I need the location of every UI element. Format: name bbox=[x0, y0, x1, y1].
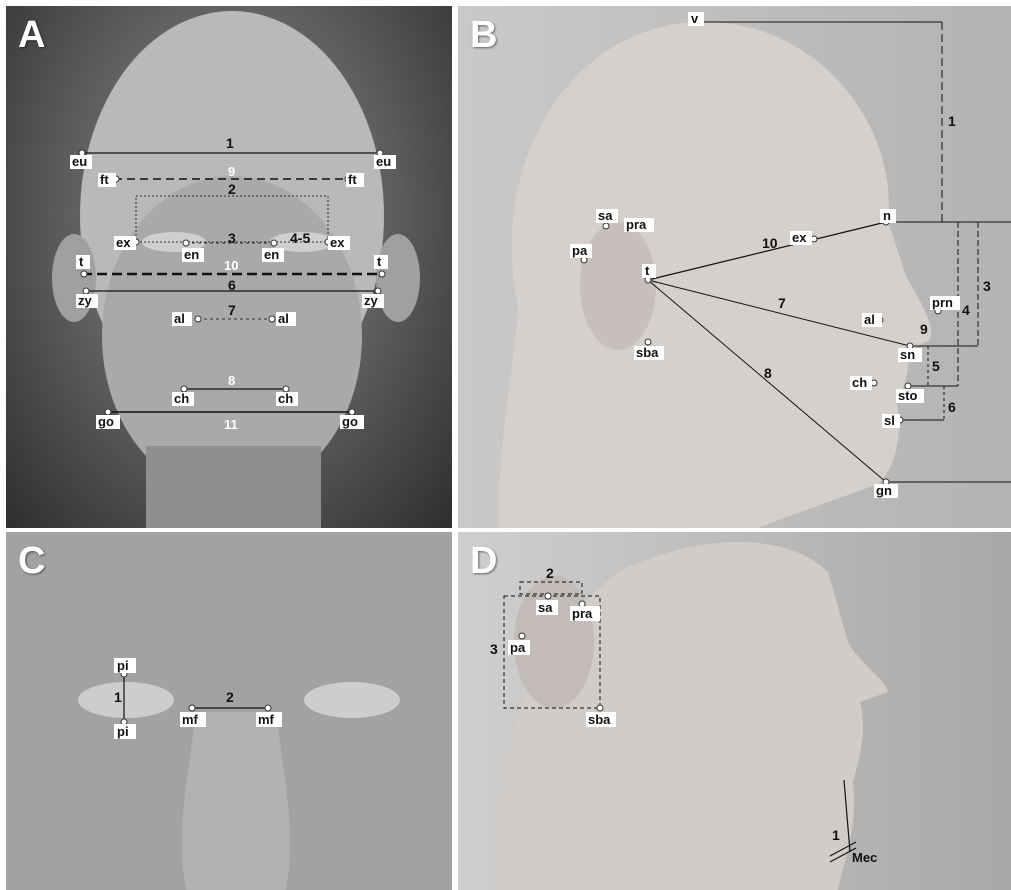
landmark-ex-right: ex bbox=[330, 235, 345, 250]
landmark-en-left: en bbox=[184, 247, 199, 262]
panel-a-diagram: eu eu ft ft ex en en ex t t zy zy al al … bbox=[6, 6, 452, 528]
panel-d-diagram: sa pra pa sba Mec 2 3 1 bbox=[458, 532, 1011, 890]
panel-c-diagram: pi pi mf mf 1 2 bbox=[6, 532, 452, 890]
measure-4-5: 4-5 bbox=[290, 230, 310, 246]
landmark-mf-left: mf bbox=[182, 712, 199, 727]
landmark-go-right: go bbox=[342, 414, 358, 429]
landmark-sl: sl bbox=[884, 413, 895, 428]
measure-7: 7 bbox=[228, 302, 236, 318]
measure-10: 10 bbox=[762, 235, 778, 251]
measure-5: 5 bbox=[932, 358, 940, 374]
landmark-zy-left: zy bbox=[78, 293, 93, 308]
landmark-ft-left: ft bbox=[100, 172, 109, 187]
head-profile-shape bbox=[498, 22, 931, 528]
landmark-sa: sa bbox=[598, 208, 613, 223]
landmark-prn: prn bbox=[932, 295, 953, 310]
panel-c-letter: C bbox=[18, 540, 45, 583]
landmark-mf-right: mf bbox=[258, 712, 275, 727]
measure-3: 3 bbox=[228, 230, 236, 246]
left-ear bbox=[52, 234, 96, 322]
landmark-ch-right: ch bbox=[278, 391, 293, 406]
measure-8: 8 bbox=[228, 373, 235, 388]
landmark-pi-upper: pi bbox=[117, 658, 129, 673]
landmark-t-right: t bbox=[377, 254, 382, 269]
landmark-eu-left: eu bbox=[72, 154, 87, 169]
landmark-t-left: t bbox=[79, 254, 84, 269]
measure-2: 2 bbox=[546, 565, 554, 581]
landmark-al-right: al bbox=[278, 311, 289, 326]
panel-b-profile-face: v sa pra pa t ex n al prn sn sba ch sto … bbox=[458, 6, 1011, 528]
landmark-pra: pra bbox=[626, 217, 647, 232]
panel-b-letter: B bbox=[470, 14, 497, 57]
neck-shape bbox=[146, 446, 321, 528]
left-eye bbox=[78, 682, 174, 718]
panel-a-letter: A bbox=[18, 14, 45, 57]
landmark-t: t bbox=[645, 263, 650, 278]
nose-shape bbox=[182, 712, 290, 890]
measure-8: 8 bbox=[764, 365, 772, 381]
measure-2: 2 bbox=[226, 689, 234, 705]
landmark-ch: ch bbox=[852, 375, 867, 390]
measure-11: 11 bbox=[224, 417, 238, 432]
measure-6: 6 bbox=[228, 277, 236, 293]
measure-6: 6 bbox=[948, 399, 956, 415]
landmark-pra: pra bbox=[572, 606, 593, 621]
measure-1: 1 bbox=[226, 135, 234, 151]
measure-10: 10 bbox=[224, 258, 238, 273]
landmark-eu-right: eu bbox=[376, 154, 391, 169]
right-ear bbox=[376, 234, 420, 322]
measure-3: 3 bbox=[983, 278, 991, 294]
right-eye bbox=[304, 682, 400, 718]
landmark-ex-left: ex bbox=[116, 235, 131, 250]
measure-1: 1 bbox=[832, 827, 840, 843]
panel-c-eye-region: pi pi mf mf 1 2 C bbox=[6, 532, 452, 890]
landmark-ch-left: ch bbox=[174, 391, 189, 406]
panel-b-diagram: v sa pra pa t ex n al prn sn sba ch sto … bbox=[458, 6, 1011, 528]
measure-7: 7 bbox=[778, 295, 786, 311]
panel-d-ear-profile: sa pra pa sba Mec 2 3 1 D bbox=[458, 532, 1011, 890]
landmark-pa: pa bbox=[510, 640, 526, 655]
landmark-sba: sba bbox=[636, 345, 659, 360]
landmark-go-left: go bbox=[98, 414, 114, 429]
landmark-ft-right: ft bbox=[348, 172, 357, 187]
landmark-sn: sn bbox=[900, 347, 915, 362]
measure-2: 2 bbox=[228, 181, 236, 197]
measure-9: 9 bbox=[228, 164, 235, 179]
landmark-pa: pa bbox=[572, 243, 588, 258]
measure-1: 1 bbox=[114, 689, 122, 705]
landmark-ex: ex bbox=[792, 230, 807, 245]
landmark-mec: Mec bbox=[852, 850, 877, 865]
landmark-pi-lower: pi bbox=[117, 724, 129, 739]
landmark-en-right: en bbox=[264, 247, 279, 262]
landmark-n: n bbox=[883, 208, 891, 223]
landmark-sto: sto bbox=[898, 388, 918, 403]
landmark-al: al bbox=[864, 312, 875, 327]
panel-a-front-face: eu eu ft ft ex en en ex t t zy zy al al … bbox=[6, 6, 452, 528]
measure-9: 9 bbox=[920, 321, 928, 337]
measure-3: 3 bbox=[490, 641, 498, 657]
landmark-sba: sba bbox=[588, 712, 611, 727]
measure-4: 4 bbox=[962, 302, 970, 318]
ear-shape bbox=[580, 222, 656, 350]
panel-d-letter: D bbox=[470, 540, 497, 583]
landmark-al-left: al bbox=[174, 311, 185, 326]
landmark-sa: sa bbox=[538, 600, 553, 615]
landmark-zy-right: zy bbox=[364, 293, 379, 308]
landmark-gn: gn bbox=[876, 483, 892, 498]
measure-1: 1 bbox=[948, 113, 956, 129]
landmark-v: v bbox=[691, 11, 699, 26]
